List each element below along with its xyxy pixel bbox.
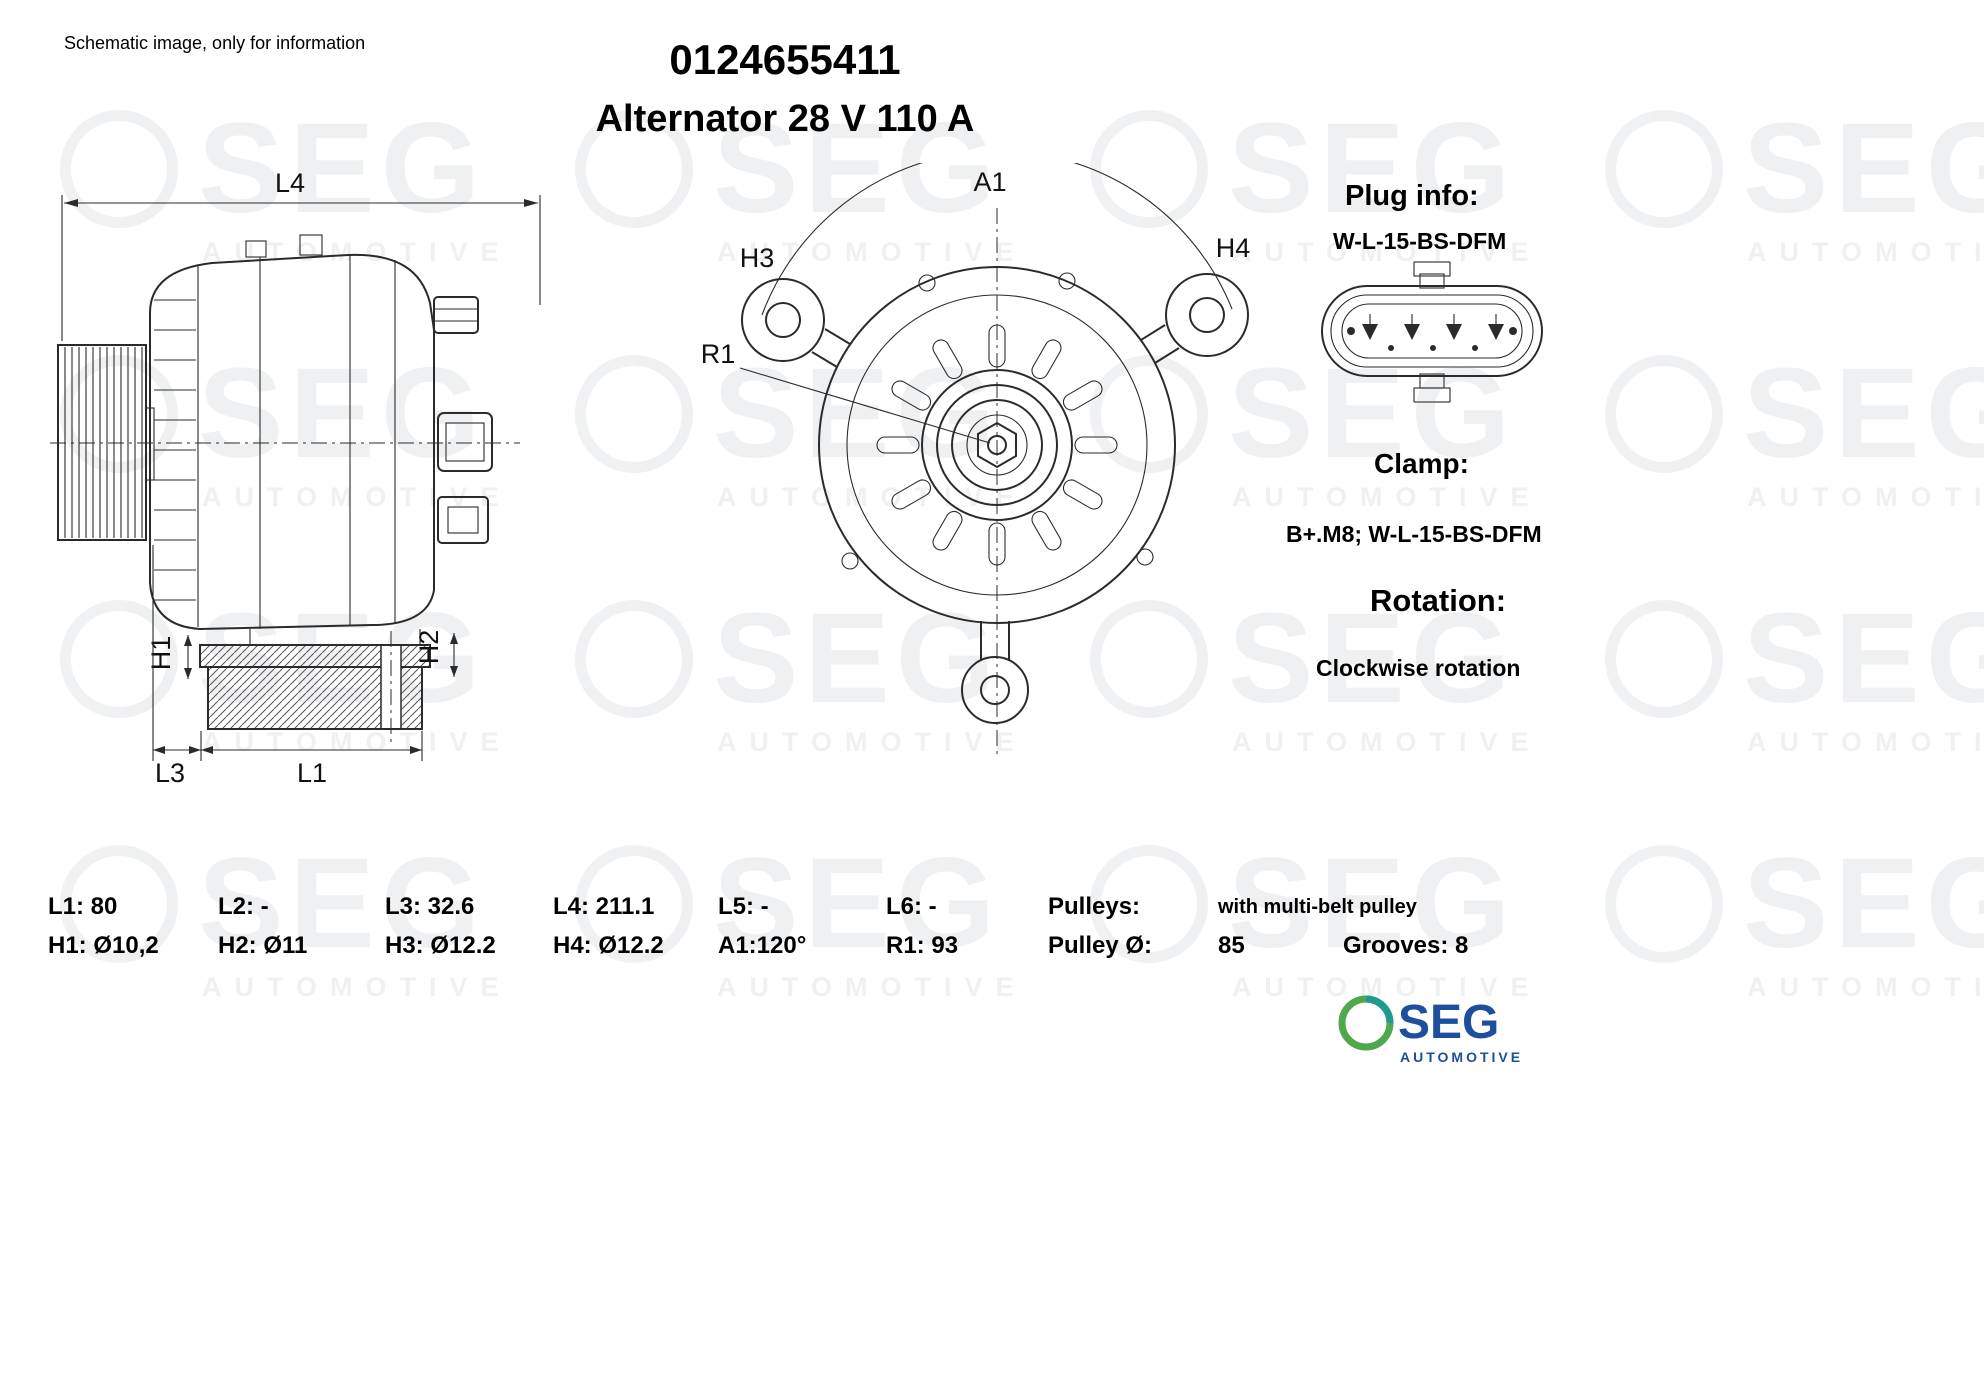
spec-l4: L4: 211.1 — [553, 893, 655, 920]
spec-r1: R1: 93 — [886, 932, 959, 959]
watermark-circle-icon — [575, 355, 693, 473]
watermark-seg-text: SEG — [1743, 587, 1984, 730]
seg-watermark: SEG AUTOMOTIVE — [1605, 105, 1984, 268]
logo-automotive-text: AUTOMOTIVE — [1400, 1049, 1523, 1065]
part-number: 0124655411 — [669, 36, 901, 83]
watermark-seg-text: SEG — [1743, 97, 1984, 240]
front-view-drawing: A1 H3 H4 R1 — [701, 163, 1251, 758]
plug-info-value: W-L-15-BS-DFM — [1333, 228, 1507, 254]
title-block: 0124655411 Alternator 28 V 110 A — [150, 36, 1420, 141]
spec-l5: L5: - — [718, 893, 769, 920]
spec-pulley-dia-value: 85 — [1218, 932, 1245, 959]
clamp-value: B+.M8; W-L-15-BS-DFM — [1286, 521, 1542, 547]
spec-h2: H2: Ø11 — [218, 932, 308, 959]
spec-l3: L3: 32.6 — [385, 893, 475, 920]
spec-grooves: Grooves: 8 — [1343, 932, 1469, 959]
rotation-heading: Rotation: — [1370, 583, 1507, 618]
seg-watermark: SEG AUTOMOTIVE — [1090, 840, 1542, 1003]
seg-watermark: SEG AUTOMOTIVE — [575, 840, 1027, 1003]
watermark-circle-icon — [1605, 355, 1723, 473]
spec-l1: L1: 80 — [48, 893, 118, 920]
watermark-seg-text: SEG — [1743, 342, 1984, 485]
watermark-circle-icon — [1605, 600, 1723, 718]
dim-label-l1: L1 — [297, 758, 327, 788]
dim-label-r1: R1 — [701, 339, 736, 369]
spec-h4: H4: Ø12.2 — [553, 932, 664, 959]
pulley — [57, 344, 155, 541]
dim-label-h3: H3 — [740, 243, 775, 273]
seg-watermark: SEG AUTOMOTIVE — [1605, 350, 1984, 513]
a1-arc — [761, 163, 1233, 316]
spec-pulleys-label: Pulleys: — [1048, 893, 1141, 920]
disclaimer-text: Schematic image, only for information — [64, 33, 366, 53]
spec-a1: A1:120° — [718, 932, 807, 959]
dim-label-a1: A1 — [973, 167, 1006, 197]
spec-h1: H1: Ø10,2 — [48, 932, 159, 959]
side-view-drawing: L4 — [50, 168, 541, 788]
watermark-automotive-text: AUTOMOTIVE — [1747, 237, 1984, 267]
dim-label-l3: L3 — [155, 758, 185, 788]
dim-l4 — [61, 195, 541, 341]
spec-l2: L2: - — [218, 893, 269, 920]
spec-pulley-dia-label: Pulley Ø: — [1048, 932, 1153, 959]
product-title: Alternator 28 V 110 A — [595, 98, 975, 140]
dim-label-h2: H2 — [414, 630, 444, 665]
watermark-circle-icon — [1605, 110, 1723, 228]
watermark-automotive-text: AUTOMOTIVE — [1747, 972, 1984, 1002]
rotation-value: Clockwise rotation — [1316, 655, 1521, 681]
watermark-automotive-text: AUTOMOTIVE — [1747, 727, 1984, 757]
alternator-body — [149, 234, 493, 645]
plug-info-heading: Plug info: — [1345, 180, 1479, 212]
spec-h3: H3: Ø12.2 — [385, 932, 496, 959]
mounting-foot — [199, 631, 431, 747]
seg-watermark: SEG AUTOMOTIVE — [60, 840, 512, 1003]
spec-l6: L6: - — [886, 893, 937, 920]
plug-connector-drawing — [1321, 261, 1543, 403]
spec-pulleys-value: with multi-belt pulley — [1218, 896, 1417, 918]
clamp-heading: Clamp: — [1374, 448, 1469, 479]
watermark-seg-text: SEG — [1743, 832, 1984, 975]
watermark-automotive-text: AUTOMOTIVE — [1232, 727, 1542, 757]
seg-watermark: SEG AUTOMOTIVE — [1605, 840, 1984, 1003]
watermark-automotive-text: AUTOMOTIVE — [1232, 482, 1542, 512]
watermark-automotive-text: AUTOMOTIVE — [717, 972, 1027, 1002]
watermark-automotive-text: AUTOMOTIVE — [202, 972, 512, 1002]
watermark-circle-icon — [575, 600, 693, 718]
logo-circle-accent-icon — [1365, 995, 1394, 1024]
dim-label-l4: L4 — [275, 168, 305, 198]
logo-seg-text: SEG — [1398, 996, 1499, 1049]
watermark-automotive-text: AUTOMOTIVE — [1747, 482, 1984, 512]
seg-logo: SEG AUTOMOTIVE — [1338, 995, 1523, 1065]
dim-label-h1: H1 — [146, 636, 176, 671]
r1-leader-line — [739, 367, 991, 444]
seg-watermark: SEG AUTOMOTIVE — [1605, 595, 1984, 758]
alternator-front-body — [741, 266, 1249, 724]
dim-label-h4: H4 — [1216, 233, 1251, 263]
watermark-circle-icon — [1605, 845, 1723, 963]
